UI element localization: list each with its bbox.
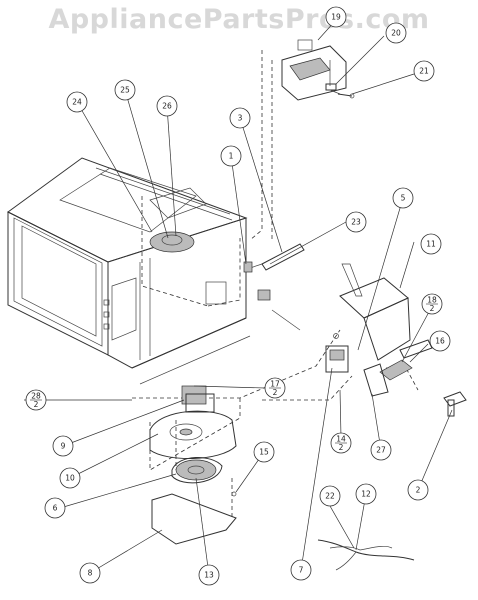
callout-number: 13 [204,571,214,580]
callout-number: 18 [427,296,437,305]
thermostat-and-screw [325,83,355,99]
callout-number: 9 [61,442,66,451]
callout-number: 16 [435,337,445,346]
callout-number: 11 [426,240,436,249]
callout-10: 10 [59,467,81,489]
callout-circle [66,91,88,113]
callout-circle [420,233,442,255]
callout-circle [319,485,341,507]
callout-14: 142 [330,432,352,454]
callout-number: 14 [336,435,346,444]
callout-circle [253,441,275,463]
blower-assembly [149,385,237,545]
callout-circle [290,559,312,581]
callout-number: 22 [325,492,335,501]
callout-number: 6 [53,504,58,513]
callout-circle [229,107,251,129]
callout-25: 25 [114,79,136,101]
callout-circle [407,479,429,501]
callout-circle [220,145,242,167]
callout-number: 27 [376,446,386,455]
callout-number: 10 [65,474,75,483]
callout-quantity: 2 [339,443,344,452]
callout-number: 26 [162,102,172,111]
callout-number: 17 [270,380,280,389]
callout-18: 182 [421,293,443,315]
callout-2: 2 [407,479,429,501]
callout-quantity: 2 [273,388,278,397]
callout-circle [79,562,101,584]
callout-circle [385,22,407,44]
callout-number: 28 [31,392,41,401]
callout-circle [392,187,414,209]
callout-number: 3 [238,114,243,123]
callout-number: 15 [259,448,269,457]
callout-circle [325,6,347,28]
callout-number: 2 [416,486,421,495]
callout-17: 172 [264,377,286,399]
fuse-holder [243,243,305,331]
callout-circle [413,60,435,82]
callout-11: 11 [420,233,442,255]
callout-number: 20 [391,29,401,38]
callout-quantity: 2 [430,304,435,313]
cabinet-assembly [7,157,251,385]
callout-6: 6 [44,497,66,519]
wire-harness [317,539,415,571]
callout-circle [345,211,367,233]
callout-26: 26 [156,95,178,117]
magnetron [281,39,347,101]
callout-3: 3 [229,107,251,129]
callout-number: 23 [351,218,361,227]
callout-20: 20 [385,22,407,44]
watermark-logo: AppliancePartsPros.com [48,4,430,35]
callout-circle [44,497,66,519]
callout-8: 8 [79,562,101,584]
callout-circle [156,95,178,117]
callout-13: 13 [198,564,220,586]
callout-7: 7 [290,559,312,581]
callout-15: 15 [253,441,275,463]
callout-circle [52,435,74,457]
callout-circle [198,564,220,586]
control-panel-assembly [325,263,467,417]
callout-16: 16 [429,330,451,352]
callout-circle [355,483,377,505]
callout-number: 19 [331,13,341,22]
callout-circle [429,330,451,352]
callout-number: 5 [401,194,406,203]
callout-circle [59,467,81,489]
callout-circle [370,439,392,461]
callout-19: 19 [325,6,347,28]
callout-5: 5 [392,187,414,209]
callout-24: 24 [66,91,88,113]
callout-23: 23 [345,211,367,233]
callout-28: 282 [25,389,47,411]
callout-22: 22 [319,485,341,507]
callout-number: 12 [361,490,371,499]
callout-number: 7 [299,566,304,575]
callout-circle [114,79,136,101]
callout-number: 24 [72,98,82,107]
callout-number: 21 [419,67,429,76]
leader-lines [24,19,453,576]
callout-21: 21 [413,60,435,82]
callout-27: 27 [370,439,392,461]
callout-number: 8 [88,569,93,578]
callout-quantity: 2 [34,400,39,409]
callout-1: 1 [220,145,242,167]
callout-number: 25 [120,86,130,95]
callout-number: 1 [229,152,234,161]
callout-12: 12 [355,483,377,505]
callout-9: 9 [52,435,74,457]
